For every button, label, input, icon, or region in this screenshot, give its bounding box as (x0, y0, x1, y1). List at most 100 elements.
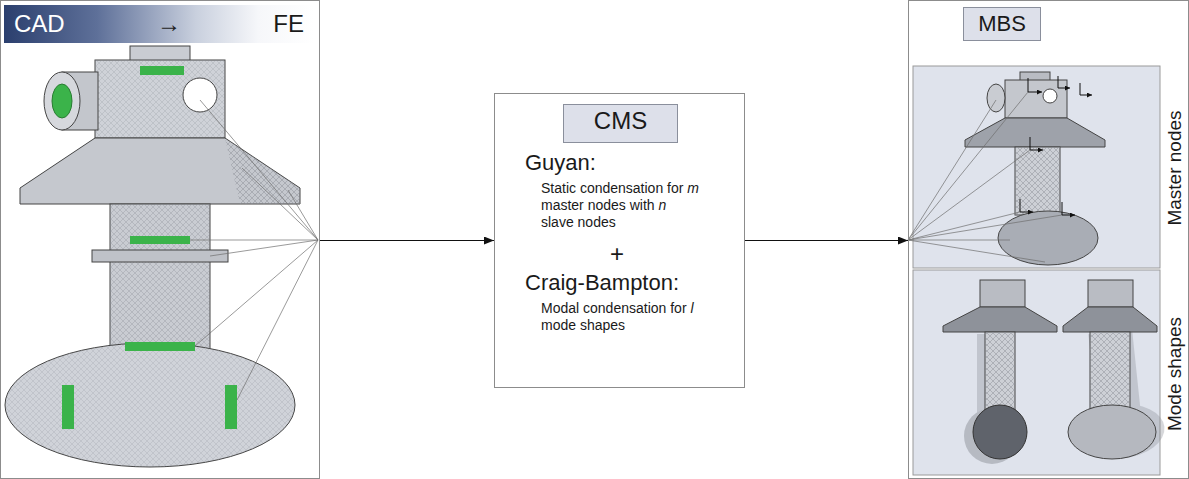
ghost-tube (1088, 330, 1140, 414)
process-box: Guyan: Static condensation for m master n… (494, 93, 745, 388)
axis (1020, 199, 1033, 212)
sub-panel: Mode shapes (914, 271, 1161, 476)
text-run: CMS (594, 107, 647, 134)
leader-line (195, 240, 318, 346)
axis (1030, 137, 1043, 150)
text-run: MBS (978, 11, 1026, 36)
method-description: Modal condensation for l mode shapes (541, 300, 701, 334)
leader-line (908, 150, 1030, 240)
leader-line (288, 190, 318, 240)
leader-line (242, 168, 318, 240)
text-run: Guyan: (525, 150, 596, 175)
bulb (1068, 405, 1156, 459)
leader-line (190, 240, 318, 241)
text-run: shapes (1164, 316, 1185, 377)
mesh (1090, 332, 1130, 412)
mesh (985, 332, 1015, 412)
text-run: for (670, 300, 686, 316)
sub-panel (913, 270, 1160, 475)
ring (92, 250, 228, 262)
side-socket (987, 84, 1005, 112)
mesh (110, 204, 210, 354)
vertical-label: Mode shapes (1164, 316, 1187, 430)
bore (1043, 89, 1057, 103)
bulb (5, 343, 295, 467)
flow-arrow (320, 240, 494, 241)
plus-sign: + (495, 240, 739, 269)
text-run: + (610, 240, 624, 267)
panel: MBSMaster nodesMode shapes (908, 0, 1189, 479)
conical-flange (943, 307, 1057, 332)
text-run: FE (273, 10, 304, 37)
text-run: Static (541, 180, 576, 196)
axis (1080, 83, 1092, 95)
flow-arrow (745, 240, 908, 241)
shaft-tube (110, 204, 210, 354)
deformed-ghost (1066, 327, 1167, 463)
mesh (1015, 147, 1060, 215)
gear-housing (1088, 280, 1133, 307)
method-description: Static condensation for m master nodes w… (541, 180, 701, 231)
text-run: condensation (583, 300, 666, 316)
mesh (225, 138, 300, 204)
contact-surface (125, 342, 195, 351)
sub-panel (913, 66, 1160, 268)
contact-surface (52, 84, 72, 118)
axis (1062, 202, 1075, 215)
panel-header: CAD → FE (4, 5, 314, 43)
shaft-tube (985, 332, 1015, 412)
contact-surface (62, 385, 74, 429)
bulb (973, 405, 1027, 459)
gear-housing (980, 280, 1025, 307)
vertical-label: Master nodes (1164, 110, 1187, 225)
mesh (5, 343, 295, 467)
text-run: n (659, 197, 667, 213)
gear-housing (95, 60, 225, 138)
conical-flange (1063, 307, 1157, 332)
conical-flange (20, 138, 300, 204)
leader-line (237, 240, 318, 400)
bore (183, 78, 217, 112)
node-axes (1020, 76, 1092, 215)
text-run: nodes (588, 197, 626, 213)
text-run: Master (1164, 167, 1185, 225)
panel: CAD → FE (0, 0, 320, 479)
contact-surface (225, 385, 237, 429)
axis (1028, 78, 1042, 92)
fe-model (5, 46, 300, 467)
text-run: with (630, 197, 655, 213)
shaft-tube (1015, 147, 1060, 215)
sub-panel: Master nodes (914, 67, 1161, 269)
text-run: mode (541, 317, 576, 333)
leader-line (908, 92, 1028, 240)
box-title: CMS (564, 105, 677, 142)
contact-surface (140, 66, 184, 75)
text-run: CAD (14, 10, 65, 37)
contact-surface (130, 236, 190, 244)
leader-lines (908, 92, 1062, 262)
text-run: nodes (578, 214, 616, 230)
leader-line (200, 100, 318, 240)
text-run: → (157, 10, 181, 37)
text-run: Modal (541, 300, 579, 316)
text-run: shapes (580, 317, 625, 333)
leader-lines (190, 100, 318, 400)
leader-line (908, 240, 1010, 241)
text-run: for (667, 180, 683, 196)
method-heading: Guyan: (525, 150, 596, 176)
header-box: CMS (563, 104, 678, 143)
text-run: Mode (1164, 383, 1185, 431)
text-run: master (541, 197, 584, 213)
panel-header: MBS (963, 7, 1041, 41)
shaft-tube (1090, 332, 1130, 412)
leader-line (908, 212, 1020, 240)
text-run: m (687, 180, 699, 196)
mesh (95, 60, 225, 138)
text-run: slave (541, 214, 574, 230)
mbs-model (965, 72, 1105, 265)
leader-line (908, 215, 1062, 240)
leader-line (908, 240, 1045, 262)
